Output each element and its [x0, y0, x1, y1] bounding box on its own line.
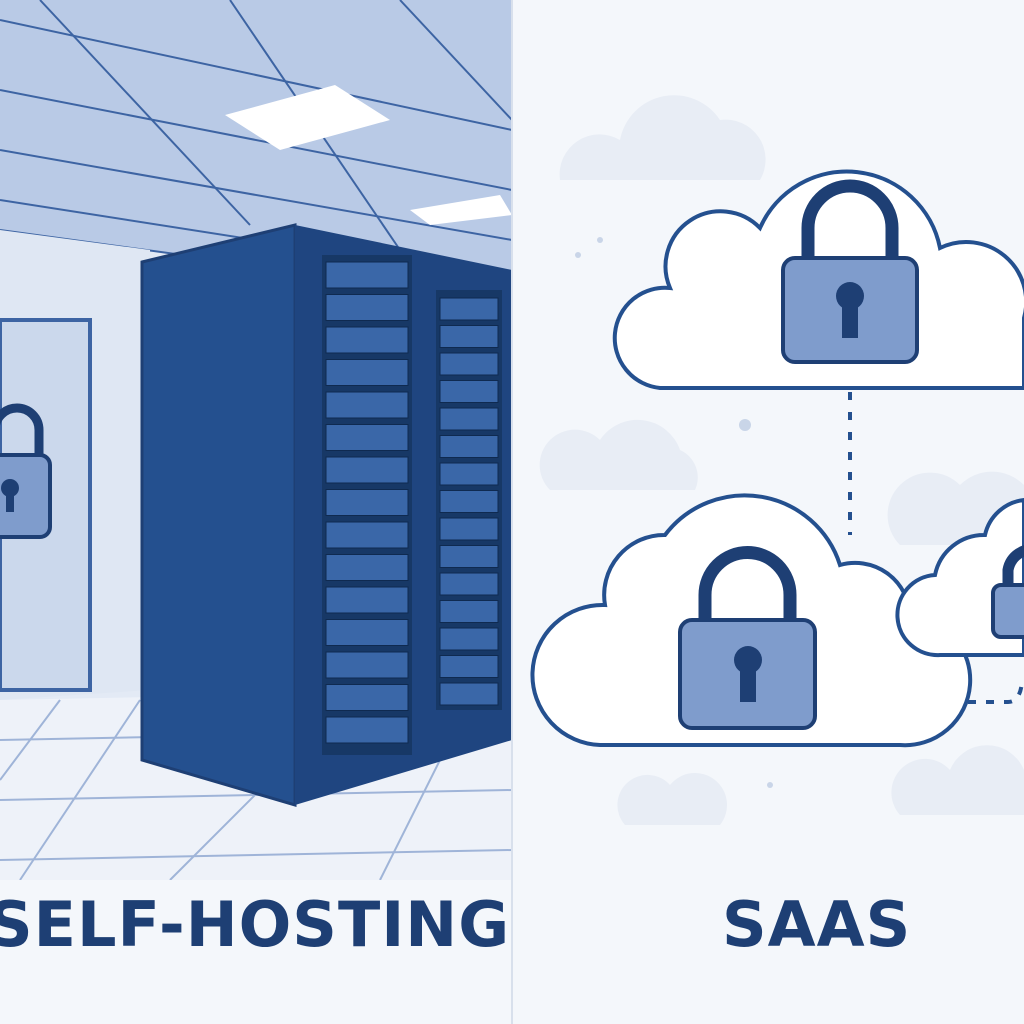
server-unit [439, 517, 499, 541]
server-unit [325, 651, 409, 679]
padlock-icon [0, 403, 52, 539]
server-unit [325, 521, 409, 549]
server-unit [439, 462, 499, 486]
server-unit [439, 325, 499, 348]
server-unit [325, 586, 409, 614]
server-unit [439, 545, 499, 568]
server-unit [439, 435, 499, 458]
padlock-icon [781, 179, 919, 364]
server-unit [439, 627, 499, 651]
server-unit [325, 619, 409, 646]
server-unit [439, 655, 499, 678]
cloud-icon [612, 169, 1024, 390]
server-unit [325, 326, 409, 354]
saas-label: SAAS [722, 888, 912, 961]
server-rack-icon [140, 223, 512, 808]
server-unit [325, 684, 409, 711]
server-unit [439, 297, 499, 321]
cloud-scene [530, 95, 1024, 825]
server-unit [325, 391, 409, 419]
server-unit [439, 572, 499, 596]
server-unit [439, 490, 499, 513]
server-unit [325, 456, 409, 484]
server-unit [325, 261, 409, 289]
padlock-icon [678, 546, 817, 730]
cloud-icon [895, 497, 1024, 658]
server-unit [439, 600, 499, 623]
server-unit [325, 489, 409, 516]
server-unit [439, 682, 499, 706]
data-center-scene [0, 0, 513, 1024]
server-unit [325, 359, 409, 386]
server-unit [325, 716, 409, 744]
server-unit [439, 352, 499, 376]
server-unit [325, 424, 409, 451]
server-unit [325, 554, 409, 581]
self-hosting-label: SELF-HOSTING [0, 888, 511, 961]
server-unit [439, 380, 499, 403]
server-unit [439, 407, 499, 431]
padlock-icon [991, 545, 1024, 639]
server-unit [325, 294, 409, 321]
